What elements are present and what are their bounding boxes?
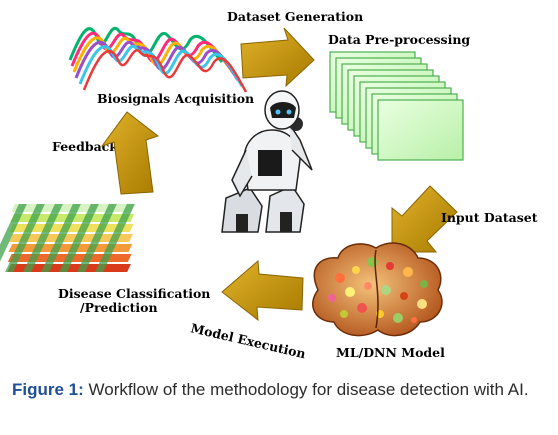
workflow-diagram: Biosignals Acquisition Dataset Generatio…: [0, 9, 538, 361]
dataset-generation-label: Dataset Generation: [227, 9, 363, 24]
ml-dnn-model-label: ML/DNN Model: [336, 345, 445, 360]
data-preprocessing-label: Data Pre-processing: [328, 32, 470, 47]
data-sheets-stack-icon: [329, 51, 464, 161]
caption-text: Workflow of the methodology for disease …: [83, 380, 529, 399]
biosignal-waves-icon: [68, 26, 248, 93]
model-execution-label: Model Execution: [189, 320, 307, 361]
arrow-model-execution-icon: [221, 259, 304, 322]
biosignals-label: Biosignals Acquisition: [97, 91, 254, 106]
brain-mosaic-icon: [312, 242, 443, 337]
figure-number: Figure 1:: [12, 380, 84, 399]
arrow-dataset-generation-icon: [240, 27, 315, 88]
disease-classification-label-line1: Disease Classification: [58, 286, 210, 301]
heatmap-grid-icon: [0, 204, 135, 272]
thinking-robot-icon: [221, 90, 313, 233]
figure-caption: Figure 1: Workflow of the methodology fo…: [12, 378, 552, 401]
feedback-label: Feedback: [52, 139, 118, 154]
arrow-feedback-icon: [100, 111, 160, 195]
disease-classification-label-line2: /Prediction: [80, 300, 158, 315]
input-dataset-label: Input Dataset: [441, 210, 538, 225]
